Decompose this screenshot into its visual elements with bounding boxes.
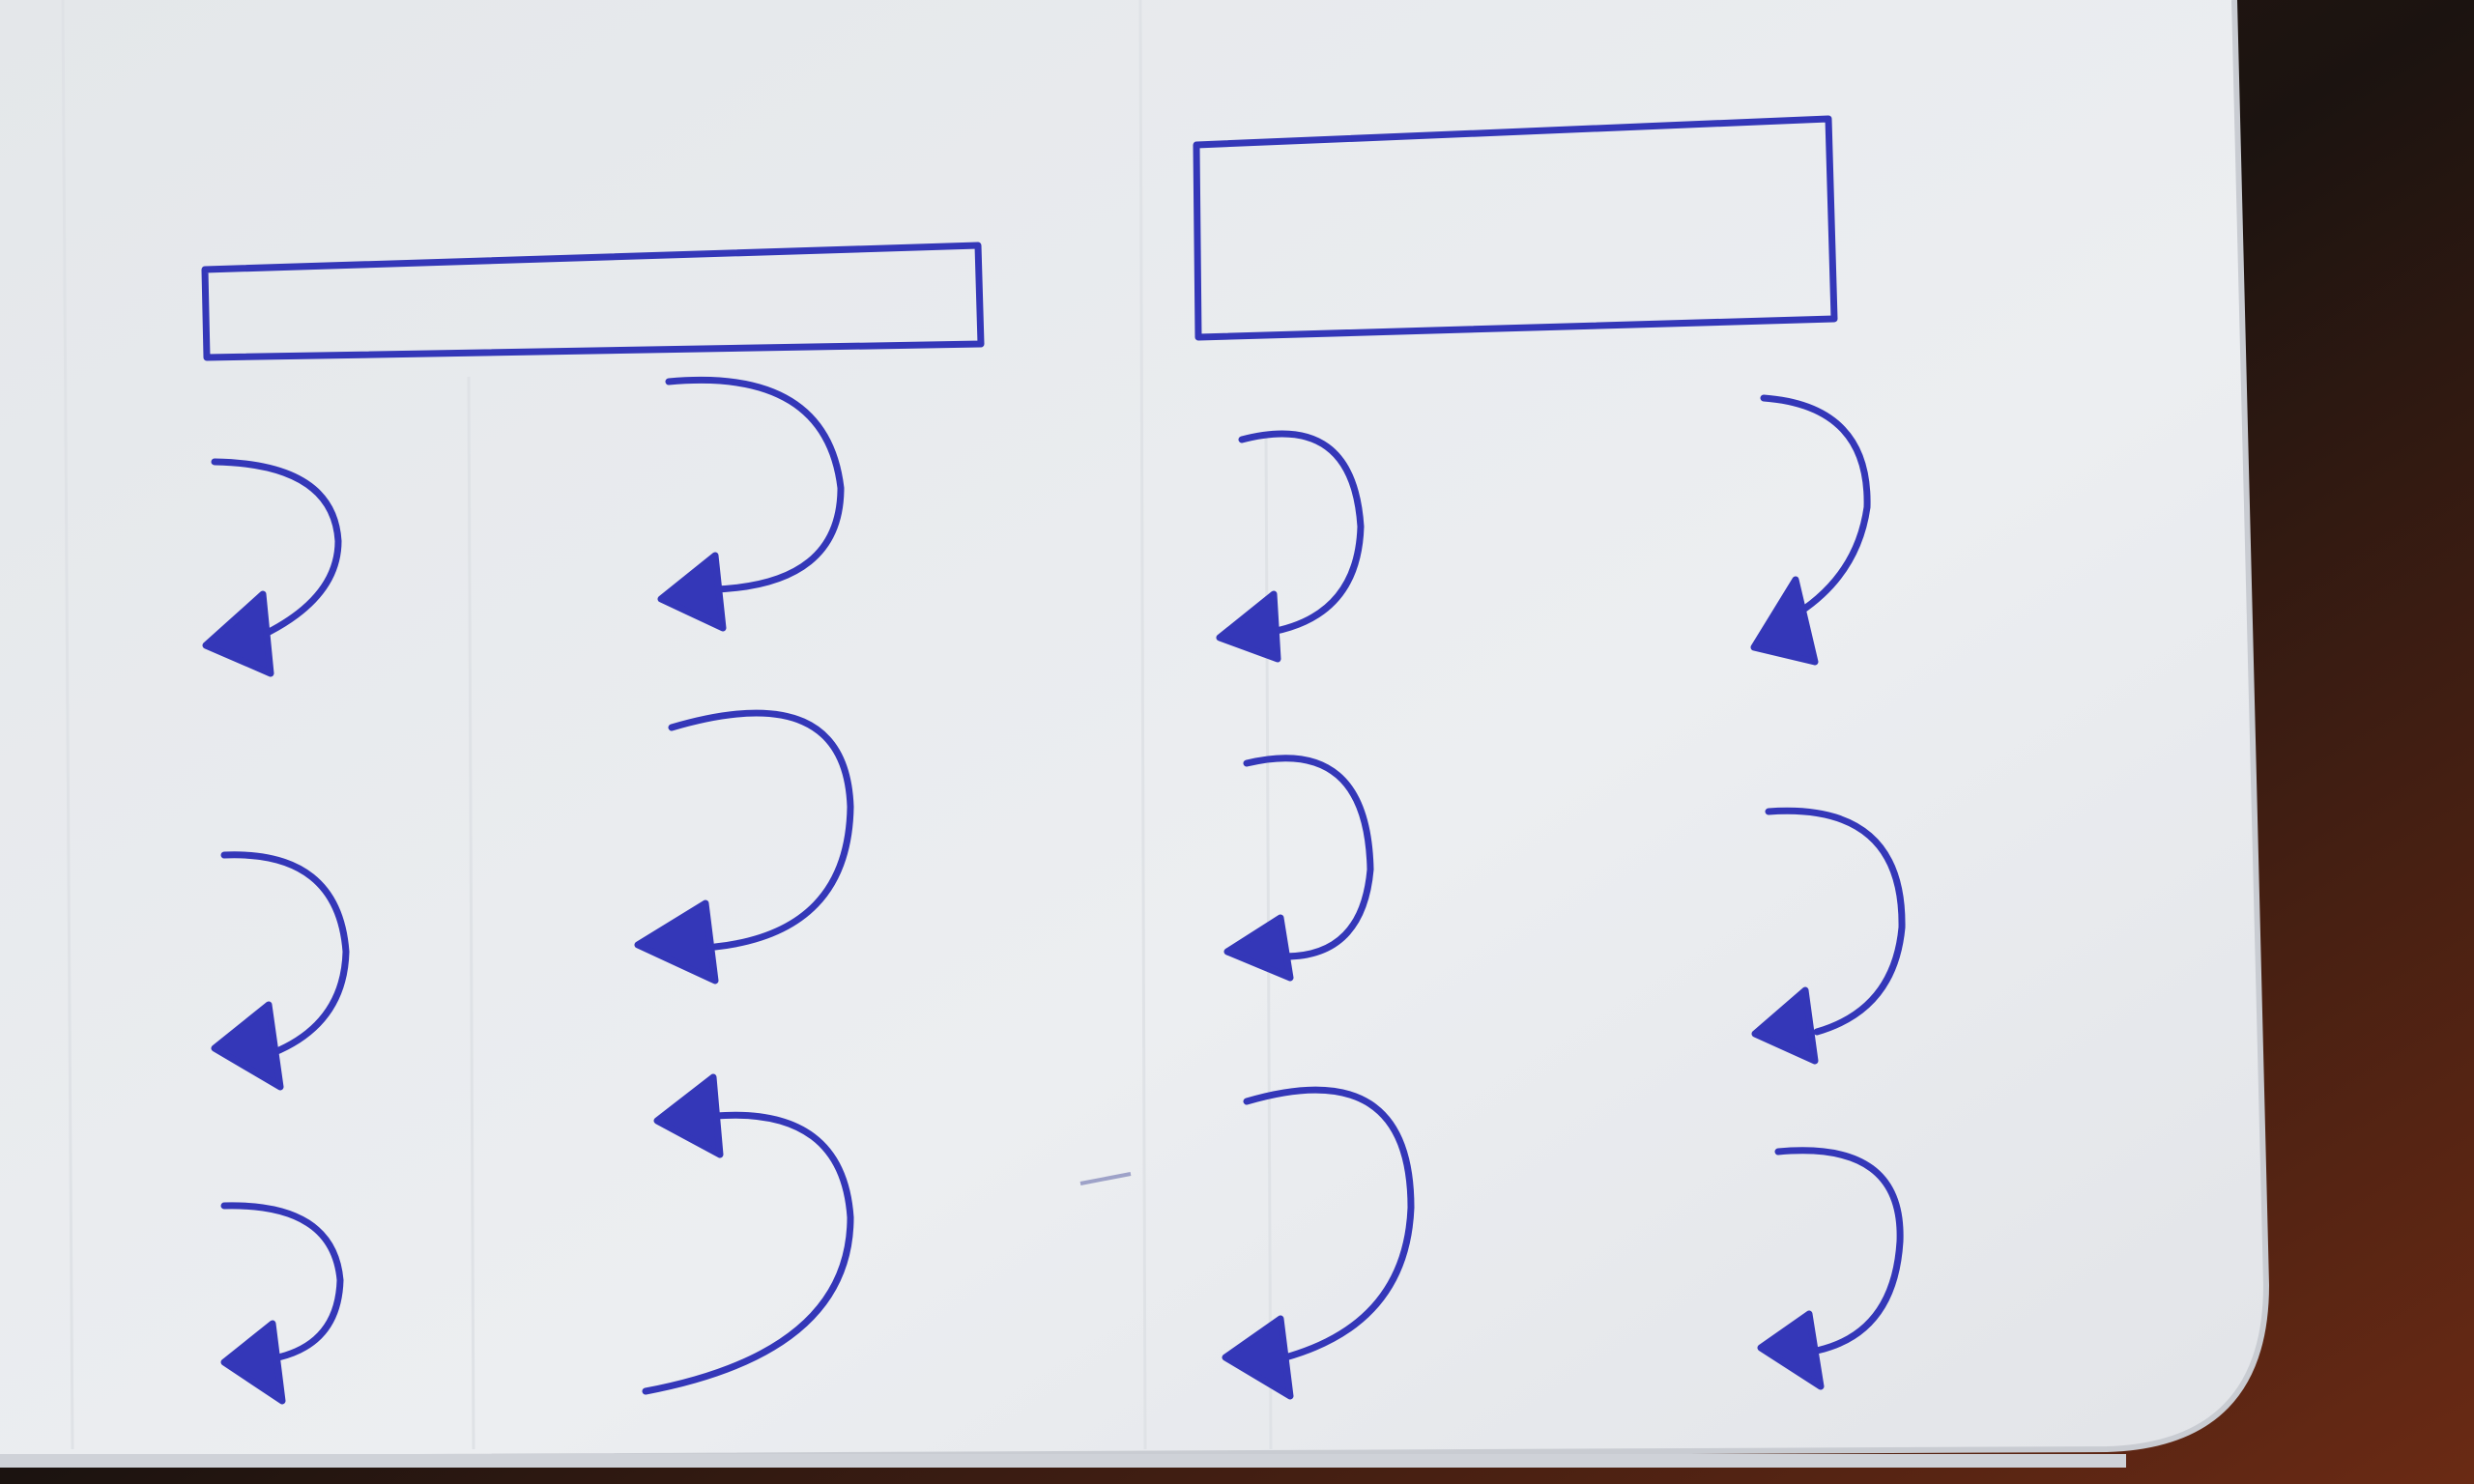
ink-drawing	[201, 115, 1906, 1405]
arrow-right-col1-row2	[1223, 755, 1374, 982]
arrow-right-col2-row2	[1751, 807, 1906, 1065]
faint-grid	[61, 0, 1273, 1450]
arrow-left-col1-row2	[211, 851, 350, 1091]
paper-lower-edge	[0, 1454, 2126, 1468]
arrow-right-col1-row3	[1222, 1086, 1415, 1400]
arrow-right-col1-row1	[1216, 430, 1365, 663]
arrow-left-col1-row1	[202, 458, 342, 677]
ink-speck	[1079, 1172, 1132, 1185]
notebook-paper	[0, 0, 2266, 1459]
arrow-right-col2-row1	[1750, 394, 1871, 666]
arrow-right-col2-row3	[1757, 1147, 1904, 1390]
arrow-left-col2-row2	[634, 709, 854, 985]
right-rectangle	[1193, 115, 1838, 341]
arrow-left-col2-row1	[657, 376, 845, 632]
left-rectangle	[201, 242, 985, 361]
arrow-left-col2-row3	[642, 1073, 854, 1395]
page-edge	[0, 0, 2270, 1462]
arrow-left-col1-row3	[220, 1202, 344, 1405]
